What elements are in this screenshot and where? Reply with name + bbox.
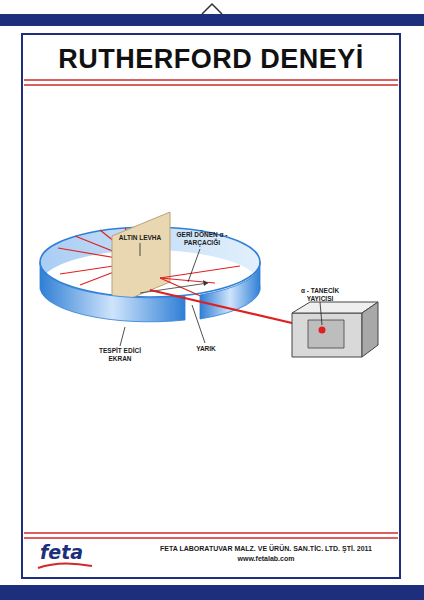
company-name: FETA LABORATUVAR MALZ. VE ÜRÜN. SAN.TİC.… <box>160 545 372 552</box>
part-label: GERİ DÖNEN α - PARÇACIĞI <box>176 231 228 247</box>
part-label: TESPİT EDİCİ EKRAN <box>98 347 142 363</box>
part-label: α - TANECİK YAYICISI <box>290 287 350 303</box>
company-logo: feta <box>40 541 83 563</box>
part-label: ALTIN LEVHA <box>110 234 170 242</box>
web-address: www.fetalab.com <box>238 555 295 562</box>
part-label: YARIK <box>189 345 223 353</box>
poster-title: RUTHERFORD DENEYİ <box>58 44 364 75</box>
